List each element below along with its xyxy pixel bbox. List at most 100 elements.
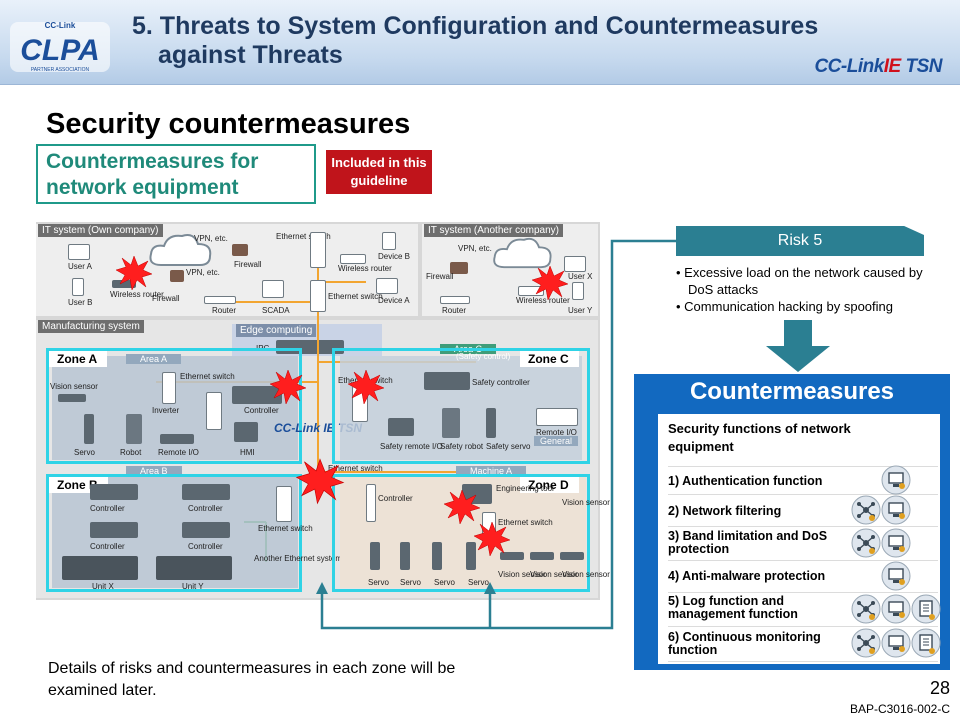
logo-partner-text: PARTNER ASSOCIATION xyxy=(31,67,90,73)
firewall-1-icon xyxy=(232,244,248,256)
controller-d-icon xyxy=(366,484,376,522)
risk-item-1: • Excessive load on the network caused b… xyxy=(676,265,923,297)
zone-c xyxy=(332,348,590,464)
brand-prefix: CC-Link xyxy=(814,56,884,77)
hmi-icon xyxy=(234,422,258,442)
clpa-logo: CC-Link CLPA PARTNER ASSOCIATION xyxy=(10,21,110,73)
engineering-tool-label: Engineering tool xyxy=(496,484,554,493)
servo-a-icon xyxy=(84,414,94,444)
pc-icon xyxy=(881,561,911,591)
unit-x-icon xyxy=(62,556,138,580)
countermeasure-row-3: 3) Band limitation and DoS protection xyxy=(668,526,938,561)
vpn-1-label: VPN, etc. xyxy=(194,234,228,243)
vision-sensor-d3-label: Vision sensor xyxy=(562,570,610,579)
bottom-note: Details of risks and countermeasures in … xyxy=(48,660,456,699)
network-icon xyxy=(851,528,881,558)
countermeasure-label-2: 2) Network filtering xyxy=(668,504,782,518)
document-code: BAP-C3016-002-C xyxy=(849,702,950,716)
pc-icon xyxy=(881,628,911,658)
countermeasure-label-6: 6) Continuous monitoring function xyxy=(668,630,821,657)
user-x-label: User X xyxy=(568,272,593,281)
machine-a-label: Machine A xyxy=(456,466,527,476)
router-2-icon xyxy=(440,296,470,304)
user-b-phone-icon xyxy=(72,278,84,296)
device-a-icon xyxy=(376,278,398,294)
document-icon xyxy=(911,628,941,658)
device-b-label: Device B xyxy=(378,252,411,261)
pc-icon xyxy=(881,495,911,525)
slide-title-line1: 5. Threats to System Configuration and C… xyxy=(132,12,819,40)
eth-switch-d-label: Ethernet switch xyxy=(498,518,553,527)
router-2-label: Router xyxy=(442,306,467,315)
manufacturing-title: Manufacturing system xyxy=(38,320,144,333)
eth-switch-a-label: Ethernet switch xyxy=(180,372,235,381)
eth-switch-b-label: Ethernet switch xyxy=(258,524,313,533)
controller-b3-icon xyxy=(90,522,138,538)
controller-b3-label: Controller xyxy=(90,542,125,551)
vision-sensor-d3-icon xyxy=(560,552,584,560)
security-functions-title: Security functions of network equipment xyxy=(668,421,851,454)
user-x-pc-icon xyxy=(564,256,586,272)
countermeasure-label-5: 5) Log function and management function xyxy=(668,594,798,621)
unit-x-label: Unit X xyxy=(92,582,114,591)
inverter-icon xyxy=(162,372,176,404)
servo-d3-label: Servo xyxy=(434,578,455,587)
logo-clpa-text: CLPA xyxy=(20,34,99,67)
controller-a-icon xyxy=(232,386,282,404)
hmi-label: HMI xyxy=(240,448,255,457)
vision-sensor-icon xyxy=(58,394,86,402)
area-b-label: Area B xyxy=(126,466,182,476)
zone-b xyxy=(46,474,302,592)
controller-b2-label: Controller xyxy=(188,504,223,513)
countermeasure-row-6: 6) Continuous monitoring function xyxy=(668,626,938,662)
servo-d1-icon xyxy=(370,542,380,570)
remote-io-c-label: Remote I/O xyxy=(536,428,577,437)
risk-5-header: Risk 5 xyxy=(676,226,924,256)
internet-cloud-2-icon xyxy=(493,237,552,269)
controller-d-label: Controller xyxy=(378,494,413,503)
slide-title-line2: against Threats xyxy=(158,41,343,69)
vpn-3-label: VPN, etc. xyxy=(458,244,492,253)
included-in-guideline-badge: Included in this guideline xyxy=(326,150,432,194)
safety-controller-label: Safety controller xyxy=(472,378,530,387)
safety-servo-label: Safety servo xyxy=(486,442,531,451)
scada-label: SCADA xyxy=(262,306,290,315)
servo-d4-label: Servo xyxy=(468,578,489,587)
user-y-label: User Y xyxy=(568,306,593,315)
firewall-2-icon xyxy=(170,270,184,282)
safety-robot-icon xyxy=(442,408,460,438)
vision-sensor-label: Vision sensor xyxy=(50,382,98,391)
countermeasure-label-3: 3) Band limitation and DoS protection xyxy=(668,529,828,556)
zone-c-label: Zone C xyxy=(520,351,579,367)
unit-y-icon xyxy=(156,556,232,580)
wireless-router-3-icon xyxy=(518,286,544,296)
edge-computing-title: Edge computing xyxy=(236,324,317,337)
controller-b1-icon xyxy=(90,484,138,500)
remote-io-c-icon xyxy=(536,408,578,426)
pc-icon xyxy=(881,594,911,624)
brand-ie: IE xyxy=(883,56,901,77)
servo-d3-icon xyxy=(432,542,442,570)
slide-title: 5. Threats to System Configuration and C… xyxy=(132,12,892,70)
logo-cc-link-text: CC-Link xyxy=(45,21,76,30)
area-c-sub-label: (Safety control) xyxy=(456,352,511,361)
firewall-1-label: Firewall xyxy=(234,260,262,269)
countermeasure-label-1: 1) Authentication function xyxy=(668,474,823,488)
vision-sensor-d1-label: Vision sensor xyxy=(498,570,546,579)
vision-sensor-d2-icon xyxy=(530,552,554,560)
user-a-label: User A xyxy=(68,262,93,271)
countermeasures-title: Countermeasures xyxy=(689,378,895,405)
wireless-router-2-icon xyxy=(340,254,366,264)
controller-b2-icon xyxy=(182,484,230,500)
eth-switch-b-icon xyxy=(276,486,292,522)
area-a-label: Area A xyxy=(126,354,182,364)
robot-label: Robot xyxy=(120,448,142,457)
safety-remote-io-icon xyxy=(388,418,414,436)
remote-io-a-label: Remote I/O xyxy=(158,448,199,457)
user-y-phone-icon xyxy=(572,282,584,300)
controller-b4-icon xyxy=(182,522,230,538)
user-a-pc-icon xyxy=(68,244,90,260)
user-b-label: User B xyxy=(68,298,93,307)
